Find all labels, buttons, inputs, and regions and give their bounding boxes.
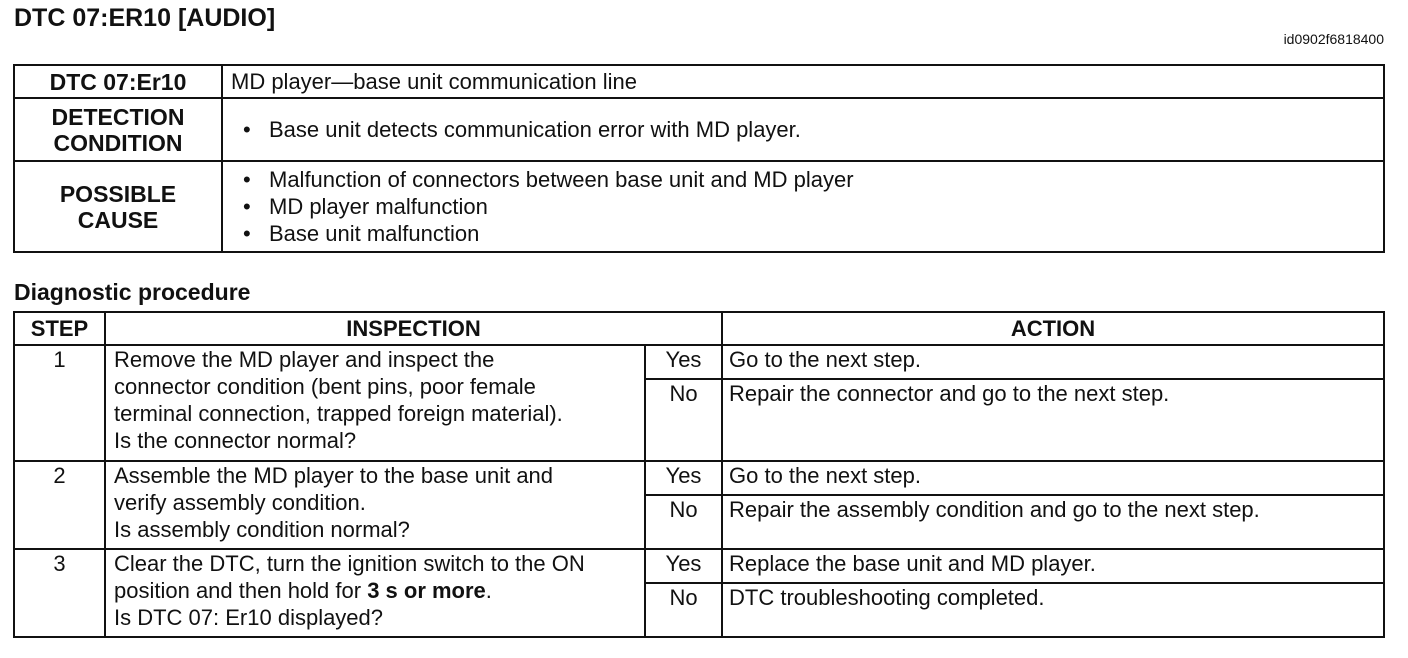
- inspection-line: Is DTC 07: Er10 displayed?: [114, 605, 384, 630]
- table-row: No Repair the assembly condition and go …: [14, 494, 1385, 550]
- cause-label-line1: POSSIBLE: [59, 180, 177, 207]
- section-title: Diagnostic procedure: [14, 279, 251, 305]
- diagnostic-procedure-table: STEP INSPECTION ACTION 1 Remove the MD p…: [13, 311, 1385, 638]
- yes-label: Yes: [644, 460, 723, 496]
- inspection-line: position and then hold for 3 s or more.: [114, 577, 644, 604]
- inspection-text-segment: .: [485, 578, 492, 603]
- yes-action: Go to the next step.: [721, 460, 1385, 496]
- cause-label-line2: CAUSE: [77, 206, 159, 233]
- no-label: No: [644, 378, 723, 462]
- step-number: 3: [13, 548, 106, 638]
- step-header: STEP: [13, 311, 106, 346]
- page-title: DTC 07:ER10 [AUDIO]: [14, 4, 276, 32]
- table-row: 3 Clear the DTC, turn the ignition switc…: [13, 548, 1385, 638]
- yes-label: Yes: [644, 344, 723, 380]
- dtc-code-description: MD player—base unit communication line: [221, 64, 1385, 99]
- inspection-line: verify assembly condition.: [114, 490, 366, 515]
- inspection-line: Clear the DTC, turn the ignition switch …: [114, 551, 585, 576]
- list-item: Base unit malfunction: [231, 220, 1383, 247]
- no-label: No: [644, 494, 723, 550]
- step-number: 2: [13, 460, 106, 550]
- yes-label: Yes: [644, 548, 723, 584]
- possible-cause-label: POSSIBLE CAUSE: [13, 160, 223, 253]
- inspection-text-segment: position and then hold for: [114, 578, 368, 603]
- action-header: ACTION: [721, 311, 1385, 346]
- detection-condition-value: Base unit detects communication error wi…: [221, 97, 1385, 162]
- dtc-info-table: DTC 07:Er10 MD player—base unit communic…: [13, 64, 1385, 253]
- possible-cause-value: Malfunction of connectors between base u…: [221, 160, 1385, 253]
- dtc-code-label: DTC 07:Er10: [13, 64, 223, 99]
- table-row: No DTC troubleshooting completed.: [14, 582, 1385, 638]
- inspection-text: Clear the DTC, turn the ignition switch …: [104, 548, 646, 638]
- inspection-line: terminal connection, trapped foreign mat…: [114, 401, 563, 426]
- inspection-line: connector condition (bent pins, poor fem…: [114, 374, 536, 399]
- emphasized-duration: 3 s or more: [367, 578, 486, 603]
- list-item: Base unit detects communication error wi…: [231, 116, 1383, 143]
- detection-label-line2: CONDITION: [53, 129, 183, 156]
- list-item: Malfunction of connectors between base u…: [231, 166, 1383, 193]
- no-action: DTC troubleshooting completed.: [721, 582, 1385, 638]
- table-row: 2 Assemble the MD player to the base uni…: [13, 460, 1385, 550]
- yes-action: Replace the base unit and MD player.: [721, 548, 1385, 584]
- step-number: 1: [13, 344, 106, 462]
- table-row: 1 Remove the MD player and inspect the c…: [13, 344, 1385, 462]
- inspection-line: Remove the MD player and inspect the: [114, 347, 495, 372]
- inspection-line: Is the connector normal?: [114, 428, 357, 453]
- detection-condition-label: DETECTION CONDITION: [13, 97, 223, 162]
- no-action: Repair the connector and go to the next …: [721, 378, 1385, 462]
- table-row: No Repair the connector and go to the ne…: [14, 378, 1385, 462]
- detection-label-line1: DETECTION: [51, 103, 185, 130]
- list-item: MD player malfunction: [231, 193, 1383, 220]
- no-label: No: [644, 582, 723, 638]
- inspection-text: Assemble the MD player to the base unit …: [104, 460, 646, 550]
- document-id: id0902f6818400: [1283, 31, 1384, 47]
- cause-list: Malfunction of connectors between base u…: [231, 166, 1383, 247]
- inspection-text: Remove the MD player and inspect the con…: [104, 344, 646, 462]
- detection-list: Base unit detects communication error wi…: [231, 116, 1383, 143]
- inspection-line: Assemble the MD player to the base unit …: [114, 463, 554, 488]
- yes-action: Go to the next step.: [721, 344, 1385, 380]
- inspection-header: INSPECTION: [104, 311, 723, 346]
- no-action: Repair the assembly condition and go to …: [721, 494, 1385, 550]
- inspection-line: Is assembly condition normal?: [114, 517, 410, 542]
